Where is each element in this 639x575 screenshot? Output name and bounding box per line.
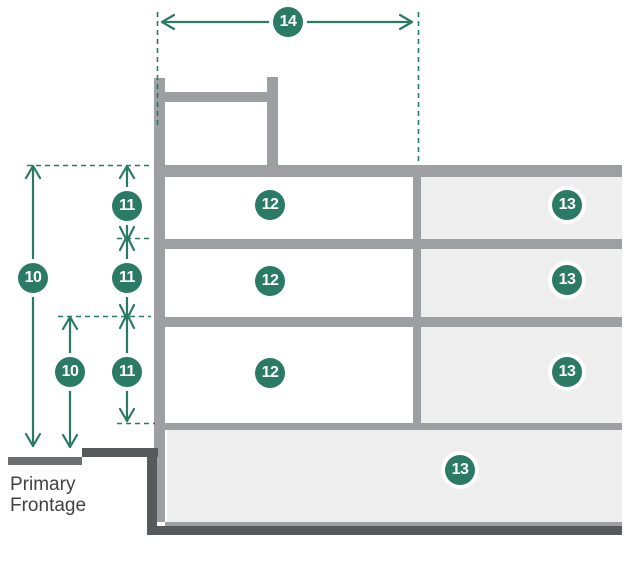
sidewalk-curb (8, 457, 82, 465)
building-bottom-edge (165, 522, 622, 526)
badge-total-height: 10 (18, 263, 48, 293)
arrowhead-down-icon (24, 432, 42, 448)
ground-floor-zone (167, 430, 622, 522)
badge-rear-zone-ground: 13 (445, 455, 475, 485)
sidewalk-upper (82, 448, 158, 457)
arrowhead-up-icon (24, 164, 42, 180)
primary-frontage-line2: Frontage (10, 495, 87, 516)
rooftop-beam (154, 92, 278, 102)
arrowhead-right-icon (398, 13, 414, 31)
rear-zone-floor3 (421, 327, 622, 423)
badge-front-zone-floor2: 12 (255, 266, 285, 296)
rear-zone-floor2 (421, 249, 622, 317)
primary-frontage-label: Primary Frontage (10, 474, 86, 516)
roof-slab (154, 165, 622, 177)
building-left-wall (154, 78, 165, 522)
floor-slab-2 (165, 239, 622, 249)
arrowhead-up-icon (61, 315, 79, 331)
arrowhead-down-icon (61, 433, 79, 449)
ground-line-vertical (147, 448, 157, 535)
arrowhead-down-icon (118, 407, 136, 423)
badge-streetwall-height: 10 (55, 357, 85, 387)
arrowhead-cross-icon (118, 303, 136, 321)
primary-frontage-line1: Primary (10, 474, 76, 495)
badge-front-zone-floor1: 12 (255, 190, 285, 220)
badge-rear-zone-floor2: 13 (552, 265, 582, 295)
arrowhead-up-icon (118, 164, 136, 180)
floor-slab-3 (165, 317, 622, 327)
arrowhead-cross-icon (118, 312, 136, 330)
rooftop-post (267, 77, 278, 165)
arrowhead-cross-icon (118, 234, 136, 252)
ground-line-bottom (147, 526, 622, 535)
badge-story-lower: 11 (112, 357, 142, 387)
badge-rear-zone-floor1: 13 (552, 190, 582, 220)
arrowhead-left-icon (160, 13, 176, 31)
badge-story-middle: 11 (112, 263, 142, 293)
zone-divider-wall (413, 177, 421, 423)
badge-front-zone-floor3: 12 (255, 358, 285, 388)
arrowhead-cross-icon (118, 225, 136, 243)
badge-story-upper: 11 (112, 191, 142, 221)
badge-building-width: 14 (273, 7, 303, 37)
floor-slab-4 (165, 423, 622, 430)
rear-zone-floor1 (421, 177, 622, 239)
badge-rear-zone-floor3: 13 (552, 357, 582, 387)
